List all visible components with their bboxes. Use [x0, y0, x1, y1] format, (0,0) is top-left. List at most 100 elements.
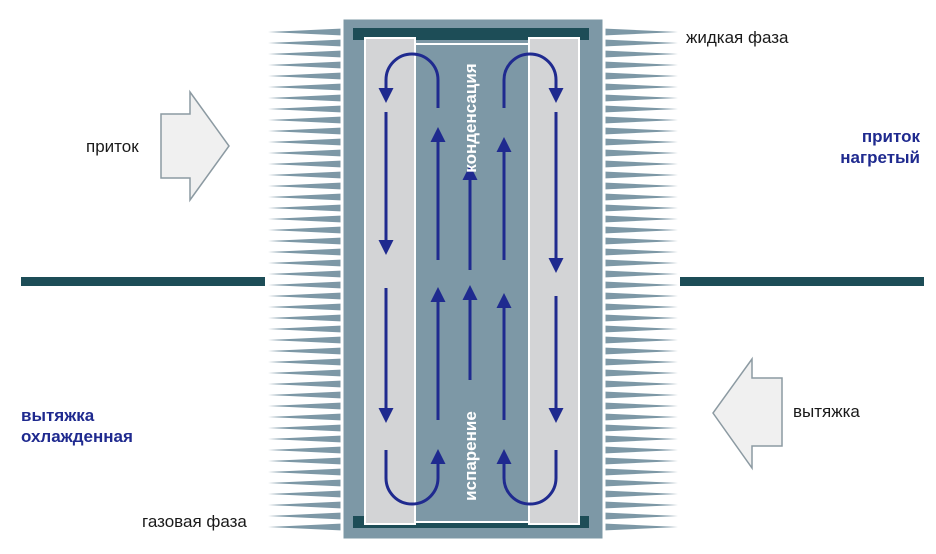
fin-left [268, 72, 343, 80]
fin-right [603, 380, 678, 388]
fin-right [603, 501, 678, 509]
fin-left [268, 303, 343, 311]
fin-right [603, 468, 678, 476]
fin-left [268, 281, 343, 289]
fin-right [603, 435, 678, 443]
fin-right [603, 490, 678, 498]
fin-left [268, 358, 343, 366]
right-bottom-loop [496, 449, 558, 506]
fin-right [603, 479, 678, 487]
fin-right [603, 391, 678, 399]
fin-right [603, 83, 678, 91]
fin-left [268, 424, 343, 432]
fin-right [603, 61, 678, 69]
fin-left [268, 215, 343, 223]
exhaust-cooled-label: вытяжка охлажденная [21, 405, 133, 447]
fin-left [268, 248, 343, 256]
fin-right [603, 182, 678, 190]
fin-right [603, 127, 678, 135]
inflow-arrow-icon [160, 89, 230, 203]
fin-left [268, 314, 343, 322]
fin-right [603, 270, 678, 278]
divider-wall-right [680, 277, 924, 286]
fin-right [603, 292, 678, 300]
fin-left [268, 127, 343, 135]
flow-arrows [378, 112, 564, 423]
liquid-phase-label: жидкая фаза [686, 28, 789, 47]
fin-left [268, 468, 343, 476]
left-pipe [364, 37, 416, 525]
fin-left [268, 105, 343, 113]
fin-left [268, 336, 343, 344]
fin-left [268, 501, 343, 509]
fin-right [603, 523, 678, 531]
fin-right [603, 50, 678, 58]
fin-left [268, 347, 343, 355]
fin-right [603, 369, 678, 377]
fins-left [268, 28, 343, 531]
fin-left [268, 237, 343, 245]
fin-left [268, 446, 343, 454]
fin-left [268, 413, 343, 421]
fin-left [268, 523, 343, 531]
fin-left [268, 325, 343, 333]
fin-right [603, 94, 678, 102]
fin-left [268, 402, 343, 410]
fin-left [268, 490, 343, 498]
fin-right [603, 226, 678, 234]
fin-left [268, 28, 343, 36]
fin-left [268, 226, 343, 234]
fin-left [268, 160, 343, 168]
fin-left [268, 270, 343, 278]
fin-right [603, 39, 678, 47]
fin-right [603, 314, 678, 322]
exhaust-arrow-icon [712, 356, 783, 471]
fin-left [268, 479, 343, 487]
fin-left [268, 149, 343, 157]
left-bottom-loop [384, 449, 446, 506]
fin-right [603, 215, 678, 223]
fin-right [603, 28, 678, 36]
fin-left [268, 94, 343, 102]
fin-right [603, 149, 678, 157]
evaporation-label: испарение [461, 411, 480, 501]
fin-left [268, 193, 343, 201]
fin-right [603, 512, 678, 520]
condensation-label: конденсация [461, 63, 480, 173]
fin-left [268, 369, 343, 377]
fin-left [268, 83, 343, 91]
fin-right [603, 457, 678, 465]
fin-left [268, 457, 343, 465]
fin-right [603, 105, 678, 113]
fin-right [603, 358, 678, 366]
fin-left [268, 391, 343, 399]
fin-right [603, 347, 678, 355]
fins-right [603, 28, 678, 531]
fin-left [268, 435, 343, 443]
exhaust-label: вытяжка [793, 402, 860, 421]
gas-phase-label: газовая фаза [142, 512, 247, 531]
fin-right [603, 72, 678, 80]
inflow-heated-line2: нагретый [840, 148, 920, 167]
fin-left [268, 512, 343, 520]
fin-left [268, 116, 343, 124]
fin-right [603, 204, 678, 212]
right-pipe [528, 37, 580, 525]
fin-right [603, 259, 678, 267]
fin-right [603, 116, 678, 124]
fin-left [268, 259, 343, 267]
fin-left [268, 61, 343, 69]
fin-right [603, 325, 678, 333]
fin-left [268, 182, 343, 190]
fin-right [603, 336, 678, 344]
fin-right [603, 446, 678, 454]
fin-right [603, 160, 678, 168]
fin-right [603, 171, 678, 179]
fin-right [603, 424, 678, 432]
exhaust-cooled-line2: охлажденная [21, 427, 133, 446]
fin-right [603, 413, 678, 421]
fin-right [603, 237, 678, 245]
fin-right [603, 248, 678, 256]
fin-left [268, 380, 343, 388]
fin-left [268, 292, 343, 300]
